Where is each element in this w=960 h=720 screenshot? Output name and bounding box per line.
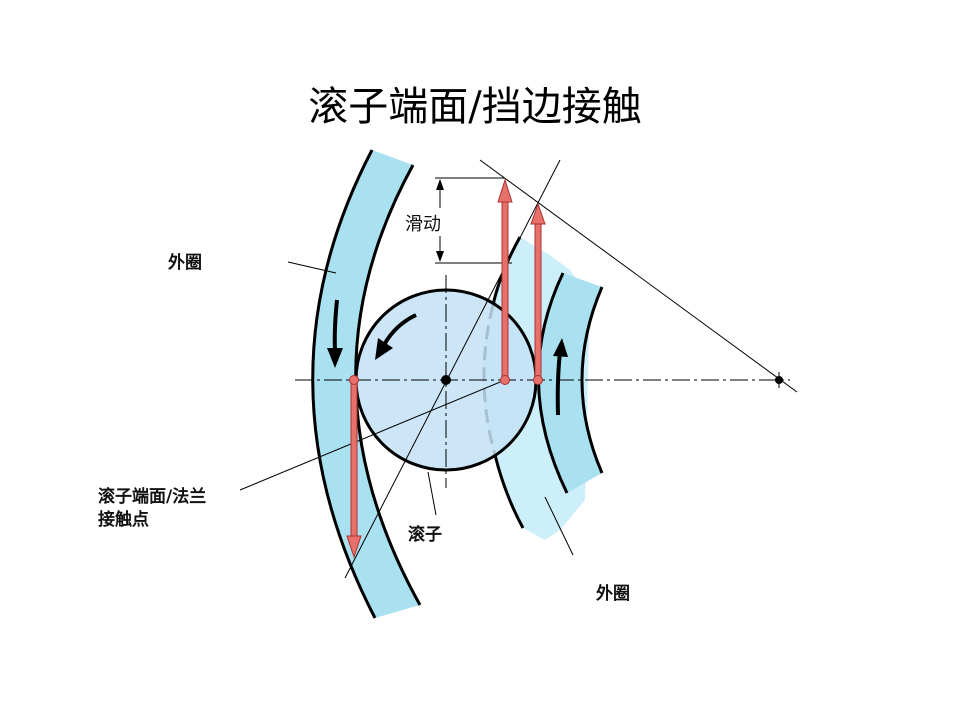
- roller-center: [441, 375, 451, 385]
- sliding-label: 滑动: [405, 214, 441, 236]
- pivot-point: [775, 376, 783, 384]
- diagonal-construction-line: [344, 159, 561, 579]
- page-title: 滚子端面/挡边接触: [308, 84, 642, 130]
- outer-ring-right-leader: [544, 496, 574, 556]
- outer-ring-left: [312, 150, 420, 618]
- roller-rotation-arrow: [382, 313, 417, 346]
- outer-ring-left-leader: [287, 261, 337, 274]
- contact-point-right: [533, 375, 543, 385]
- contact-point-leader: [239, 379, 506, 491]
- velocity-arrow-ring-head-icon: [530, 202, 546, 225]
- outer-ring-label-right: 外圈: [596, 584, 630, 604]
- contact-point-label-2: 接触点: [98, 510, 149, 530]
- roller-rotation-arrow-head-icon: [375, 338, 393, 360]
- contact-points: [349, 375, 543, 385]
- velocity-arrow-flange-shaft: [501, 199, 509, 381]
- sliding-dimension: [435, 177, 512, 264]
- velocity-arrow-ring-shaft: [534, 221, 542, 381]
- outer-ring-left-outer-edge: [311, 149, 377, 619]
- outer-ring-right-outer-edge: [580, 286, 604, 474]
- velocity-arrow-left-head-icon: [346, 535, 362, 559]
- flange-edge-lower: [493, 454, 525, 529]
- ring-motion-arrow-left: [332, 299, 339, 351]
- velocity-arrow-left-shaft: [350, 379, 358, 539]
- dimension-arrow-up-icon: [436, 179, 444, 190]
- velocity-arrow-flange-head-icon: [497, 178, 513, 203]
- ring-motion-arrow-right: [555, 351, 562, 416]
- tangent-line: [479, 159, 798, 393]
- contact-point-left: [349, 375, 359, 385]
- contact-point-label-1: 滚子端面/法兰: [98, 487, 207, 507]
- roller-label: 滚子: [408, 525, 442, 545]
- outer-ring-right: [538, 273, 602, 493]
- roller-leader: [427, 471, 437, 516]
- outer-ring-label-left: 外圈: [168, 253, 202, 273]
- dimension-arrow-down-icon: [436, 251, 444, 262]
- contact-point-flange: [500, 375, 510, 385]
- ring-motion-arrow-right-head-icon: [553, 338, 568, 357]
- ring-motion-arrow-left-head-icon: [327, 348, 343, 368]
